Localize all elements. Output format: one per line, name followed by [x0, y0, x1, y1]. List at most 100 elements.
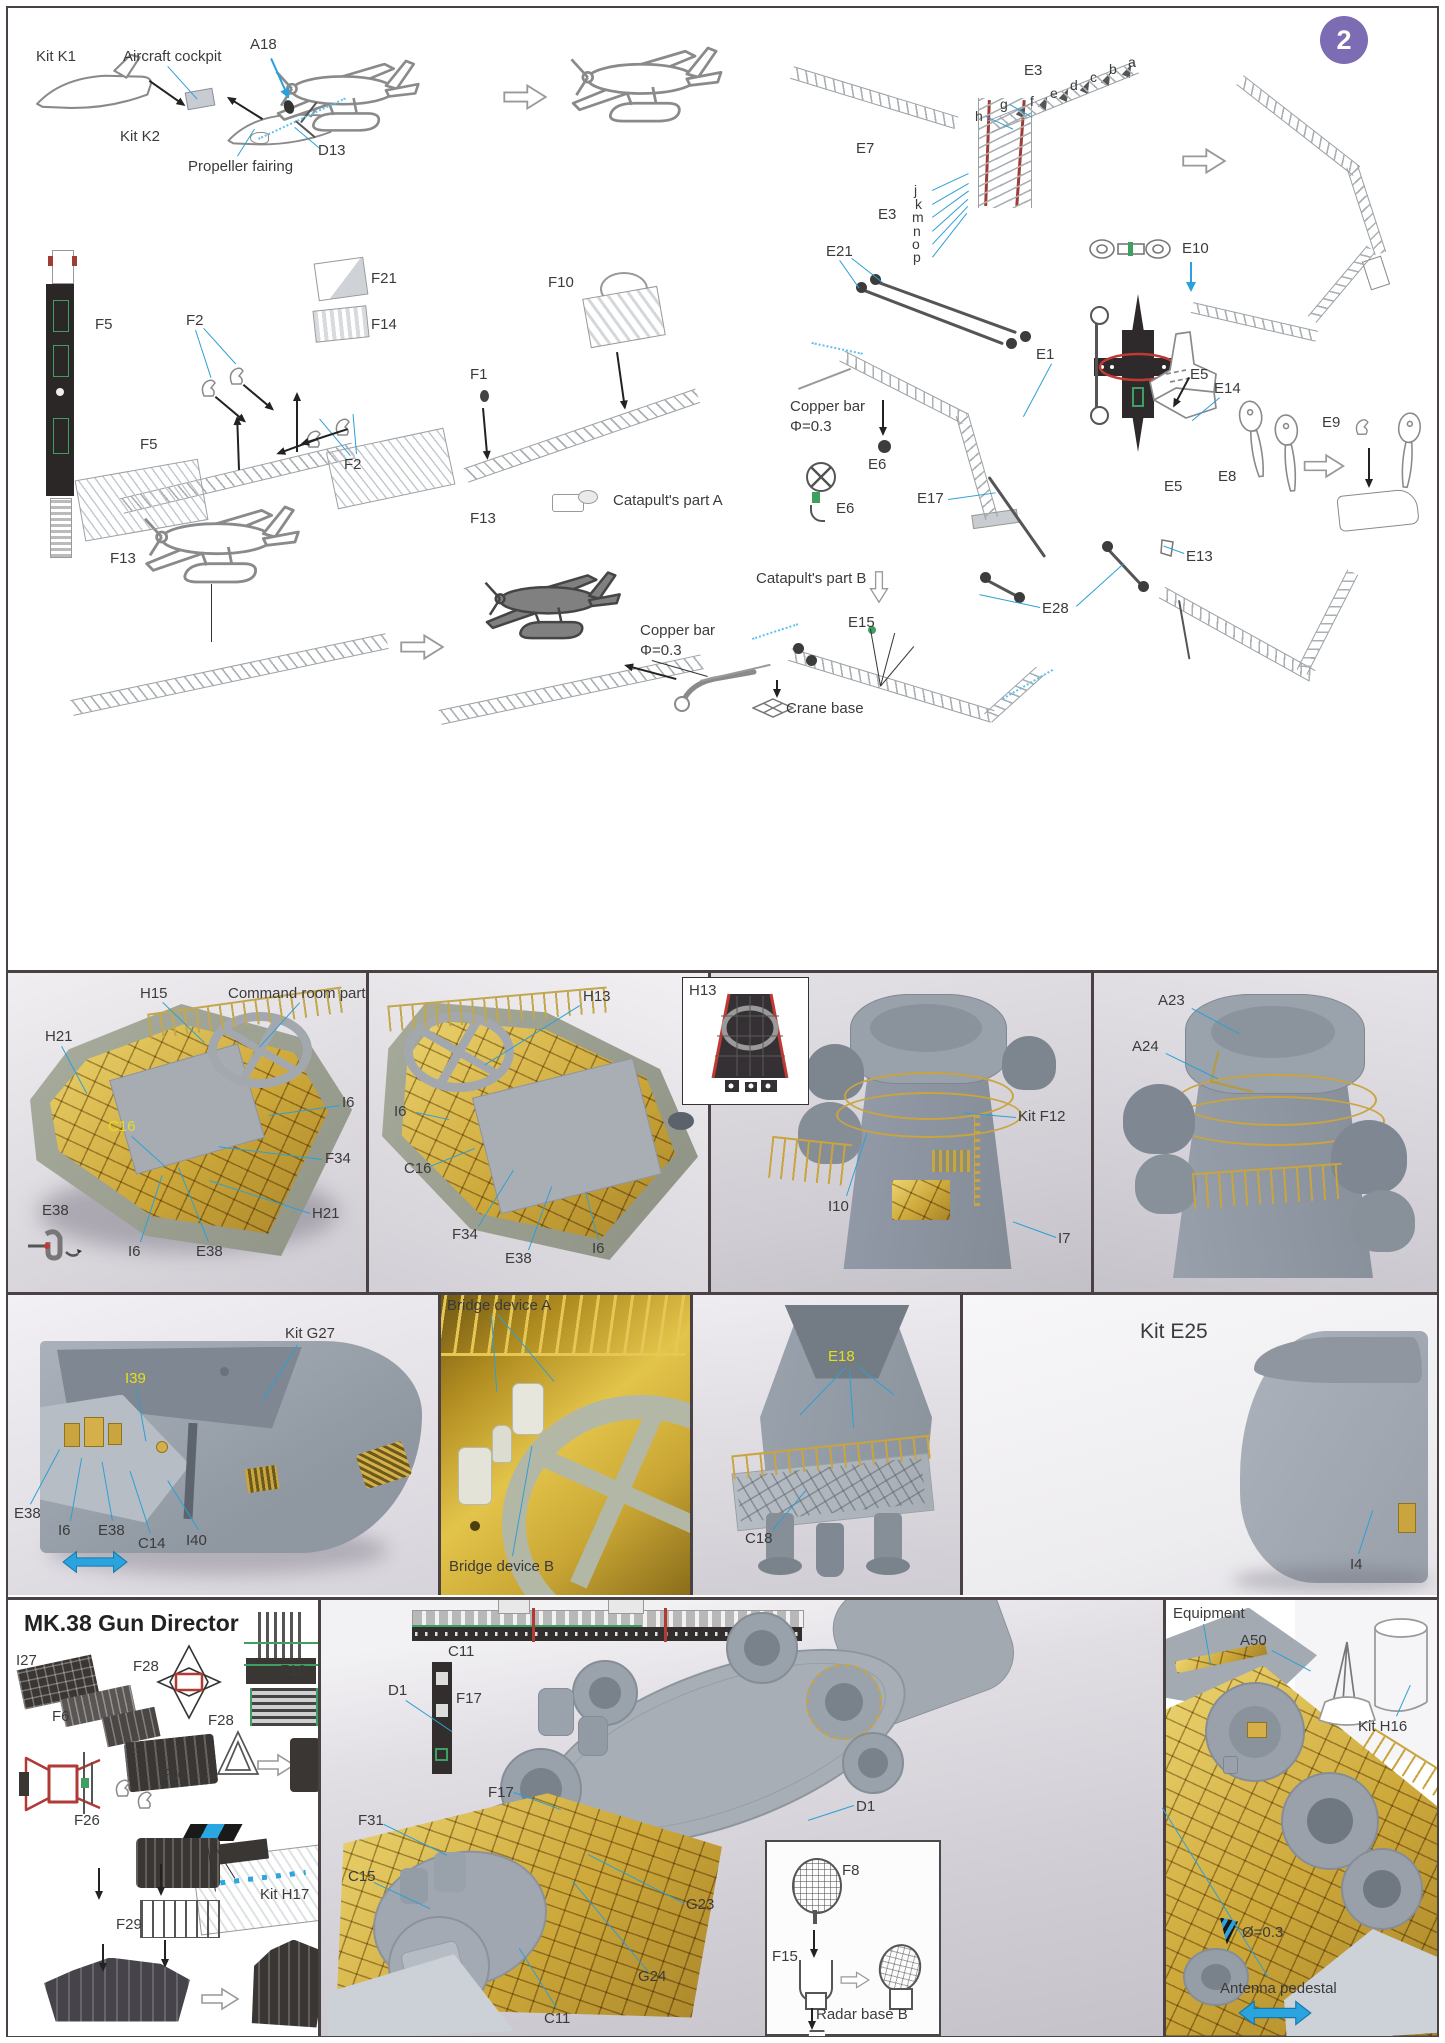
crane-base-sketch: [752, 698, 794, 718]
gun-director-title: MK.38 Gun Director: [24, 1609, 239, 1636]
funnel-top-slope: [1254, 1336, 1422, 1383]
photo-divider: [1091, 972, 1094, 1292]
seaplane-dark-sketch: [468, 556, 643, 659]
move-double-arrow: [62, 1548, 128, 1576]
barbette: [1205, 1681, 1305, 1782]
label-d1-lower: D1: [856, 1798, 876, 1815]
label-f16-lower: F16: [160, 1765, 186, 1783]
photo-divider: [366, 972, 369, 1292]
side-cylinder: [1135, 1154, 1197, 1214]
clip-part: [114, 1776, 130, 1798]
label-e38-2: E38: [505, 1250, 532, 1267]
move-double-arrow: [1237, 1998, 1313, 2028]
barbette: [572, 1659, 638, 1726]
wheel-e6: [806, 462, 836, 492]
barbette: [1341, 1847, 1423, 1930]
platform-cylinder: [434, 1851, 466, 1892]
crane-tower: [955, 412, 999, 521]
label-c15: C15: [348, 1868, 376, 1885]
label-f15: F15: [772, 1948, 798, 1965]
barbette: [726, 1611, 798, 1684]
label-c11: C11: [544, 2010, 571, 2027]
bridge-device-a-part: [458, 1446, 492, 1505]
label-g24: G24: [638, 1968, 667, 1985]
catapult-part-b-sketch: [674, 669, 757, 712]
arrow: [616, 352, 626, 408]
leader-line: [851, 258, 884, 284]
davit-part-e8: [1233, 398, 1276, 482]
side-cylinder: [1002, 1036, 1056, 1090]
green-strap: [244, 1663, 318, 1666]
label-f17: F17: [488, 1784, 514, 1801]
pe-mast-tail: [50, 498, 72, 558]
photo-divider: [708, 972, 711, 1292]
brass-grate-i40: [244, 1464, 280, 1493]
label-e17: E17: [917, 490, 944, 507]
barbette-hole: [1307, 1797, 1353, 1844]
photo-bridge-closeup: [440, 1294, 690, 1595]
label-d1-upper: D1: [388, 1682, 408, 1699]
label-i6-left: I6: [394, 1103, 407, 1120]
clip-part-f2: [228, 364, 244, 386]
bridge-device-a-part: [512, 1382, 544, 1435]
brass-dot-i39: [156, 1440, 168, 1453]
label-f17-diagram: F17: [456, 1690, 482, 1707]
pe-part-h13-diagram: [711, 993, 789, 1092]
drop-line: [211, 584, 212, 642]
label-c14: C14: [138, 1535, 166, 1552]
leader-line: [195, 330, 212, 378]
brass-rail-ring: [836, 1092, 1022, 1138]
red-fitting: [48, 256, 53, 266]
label-e38-right: E38: [98, 1522, 125, 1539]
fin-letter-a: a: [1128, 54, 1136, 70]
leg-foot: [758, 1556, 802, 1575]
leg-cylinder: [816, 1522, 844, 1577]
label-f34: F34: [325, 1150, 351, 1167]
pe-part-f21: [313, 256, 369, 302]
alignment-dotted-line: [752, 623, 799, 640]
catapult-part-a-sketch: [578, 490, 598, 504]
side-cylinder: [1331, 1120, 1407, 1194]
label-f6: F6: [52, 1707, 70, 1725]
label-f13-left: F13: [110, 550, 136, 567]
director-body-f16: [123, 1732, 219, 1793]
pe-part-f14: [312, 305, 370, 343]
photo-divider: [690, 1294, 693, 1595]
gun-director-panel: MK.38 Gun Director I27 F6 F28 F16 F28 F1…: [8, 1599, 329, 2036]
rigging-rod: [1105, 547, 1143, 586]
green-strap: [244, 1641, 318, 1644]
fin-letter-h: h: [975, 108, 983, 124]
label-f1: F1: [470, 366, 488, 383]
green-line: [412, 1624, 642, 1627]
label-e3-tower: E3: [878, 206, 897, 223]
platform-cylinder: [400, 1867, 428, 1904]
barbette-hole: [825, 1682, 863, 1721]
arrow: [813, 1929, 815, 1956]
pe-diamond-f28: [156, 1643, 222, 1720]
tower-letter-j: j: [914, 182, 918, 198]
pulley-cluster: [1090, 306, 1109, 325]
photo-funnel-rear: [1093, 972, 1437, 1292]
barbette-hole: [1363, 1869, 1401, 1908]
brass-pe-detail: [892, 1180, 950, 1220]
arrow: [296, 394, 298, 452]
deck-hole: [220, 1366, 229, 1376]
rod-e21: [874, 280, 1017, 335]
section-divider: [8, 970, 1437, 973]
pe-tab: [498, 1599, 530, 1614]
green-square: [435, 1747, 448, 1761]
assembled-radar-base: [889, 1987, 913, 2010]
pulley: [1138, 581, 1149, 592]
assembly-diagram-area: Kit K1 Aircraft cockpit Kit K2 A18 D13 P…: [0, 0, 1445, 970]
brass-platform-rail: [768, 1135, 852, 1187]
barbette-hole: [744, 1629, 780, 1666]
leader-line: [979, 594, 1041, 608]
label-a18: A18: [250, 36, 277, 53]
arrow: [102, 1943, 104, 1970]
label-e13: E13: [1186, 548, 1213, 565]
label-d13: D13: [318, 142, 346, 159]
small-tub: [1183, 1947, 1249, 2006]
crane-sketch-arm: [1307, 245, 1376, 324]
tower-letter-p: p: [913, 249, 921, 265]
